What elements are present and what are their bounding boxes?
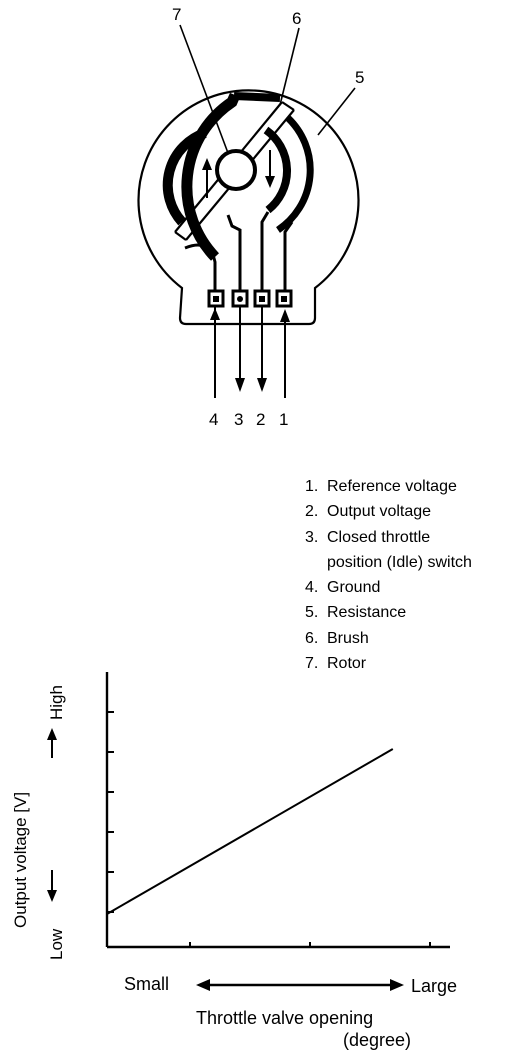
- x-axis-label: Throttle valve opening: [196, 1008, 374, 1028]
- callout-line-7: [179, 24, 229, 154]
- output-voltage-series-line: [106, 748, 394, 915]
- legend-item: position (Idle) switch: [327, 553, 472, 571]
- rotor-hub: [215, 149, 257, 191]
- x-high-label: Large: [411, 976, 458, 996]
- inner-track-right: [263, 126, 292, 214]
- terminal-label-4: 4: [209, 410, 218, 429]
- callout-6: 6: [292, 9, 301, 28]
- y-high-label: High: [47, 685, 66, 720]
- resistance-track-notch: [233, 92, 281, 102]
- y-axis-label: Output voltage [V]: [11, 792, 30, 928]
- callout-7: 7: [172, 5, 181, 24]
- reference-arrow-icon: [280, 309, 290, 322]
- trace-reference: [283, 221, 294, 290]
- idle-arrow-icon: [235, 378, 245, 392]
- legend-item: 2.Output voltage: [305, 503, 432, 521]
- contact-track-right: [276, 115, 314, 233]
- terminal-pads: [207, 289, 293, 308]
- x-axis-ticks: [189, 942, 431, 947]
- resistance-track: [181, 92, 241, 261]
- output-voltage-chart: Output voltage [V] High Low: [11, 672, 450, 991]
- x-axis-label-unit: (degree): [343, 1030, 412, 1050]
- callout-line-6: [279, 27, 300, 106]
- ground-arrow-icon: [210, 308, 220, 320]
- legend-item: 1.Reference voltage: [305, 478, 457, 495]
- legend-list: 1.Reference voltage 2.Output voltage 3.C…: [305, 474, 472, 676]
- y-low-label: Low: [47, 928, 66, 960]
- trace-ground: [184, 243, 217, 290]
- sensor-housing: [137, 89, 360, 326]
- legend-item: 3.Closed throttle: [305, 528, 431, 546]
- legend-item: 4.Ground: [305, 579, 381, 597]
- sensor-diagram: [137, 24, 360, 398]
- x-low-label: Small: [124, 974, 170, 994]
- legend-item: 6.Brush: [305, 629, 369, 647]
- terminal-leads: [214, 306, 286, 398]
- callout-5: 5: [355, 68, 364, 87]
- trace-idle: [226, 214, 242, 290]
- terminal-label-1: 1: [279, 410, 288, 429]
- trace-output: [260, 211, 270, 290]
- terminal-label-2: 2: [256, 410, 265, 429]
- output-arrow-icon: [257, 378, 267, 392]
- terminal-label-3: 3: [234, 410, 243, 429]
- legend-item: 7.Rotor: [305, 655, 367, 673]
- y-axis-ticks: [107, 711, 114, 913]
- legend-item: 5.Resistance: [305, 604, 407, 622]
- callout-line-5: [317, 87, 356, 136]
- inner-track: [162, 128, 207, 226]
